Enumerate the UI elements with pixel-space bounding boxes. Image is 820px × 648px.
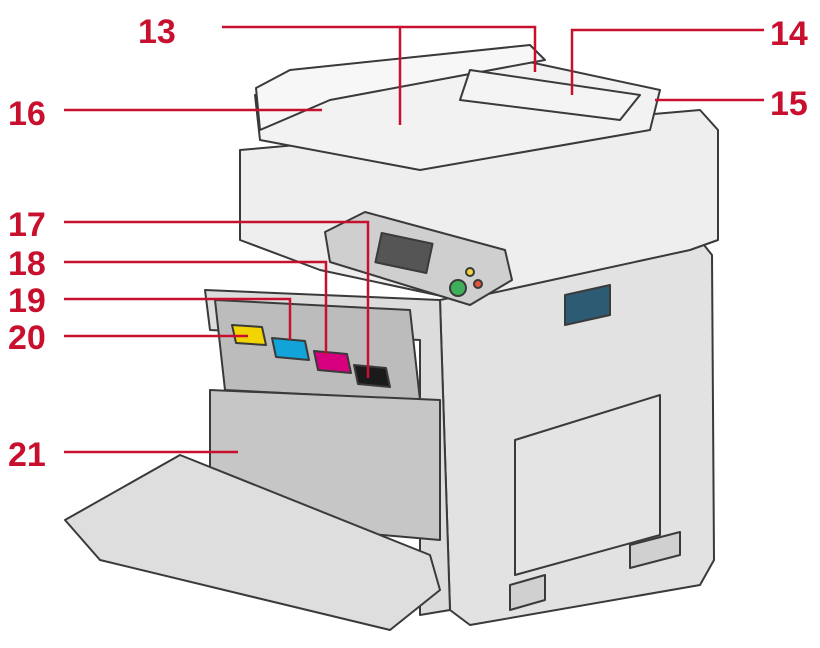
front-cover-open	[64, 454, 441, 631]
callout-lines	[64, 25, 764, 454]
callout-14: 14	[770, 15, 808, 53]
stop-key	[473, 279, 483, 289]
callout-20: 20	[8, 319, 46, 357]
side-handle	[564, 284, 611, 326]
callout-line-13	[222, 25, 537, 72]
toner-black	[353, 364, 391, 388]
callout-19: 19	[8, 282, 46, 320]
toner-cyan	[271, 337, 310, 361]
bottom-slot-left	[509, 574, 546, 611]
toner-magenta	[313, 350, 352, 374]
callout-21: 21	[8, 436, 46, 474]
document-tray	[459, 69, 641, 121]
callout-15: 15	[770, 85, 808, 123]
feeder-cover	[255, 44, 546, 131]
callout-line-17	[64, 220, 370, 378]
panel-display	[374, 231, 434, 275]
callout-line-14	[570, 28, 764, 95]
clear-key	[465, 267, 475, 277]
callout-16: 16	[8, 95, 46, 133]
start-key	[449, 279, 467, 297]
bottom-slot-right	[629, 531, 681, 569]
callout-line-19	[64, 297, 292, 340]
side-panel	[514, 394, 661, 576]
callout-17: 17	[8, 206, 46, 244]
callout-18: 18	[8, 245, 46, 283]
callout-13: 13	[138, 13, 176, 51]
callout-line-18	[64, 260, 328, 355]
